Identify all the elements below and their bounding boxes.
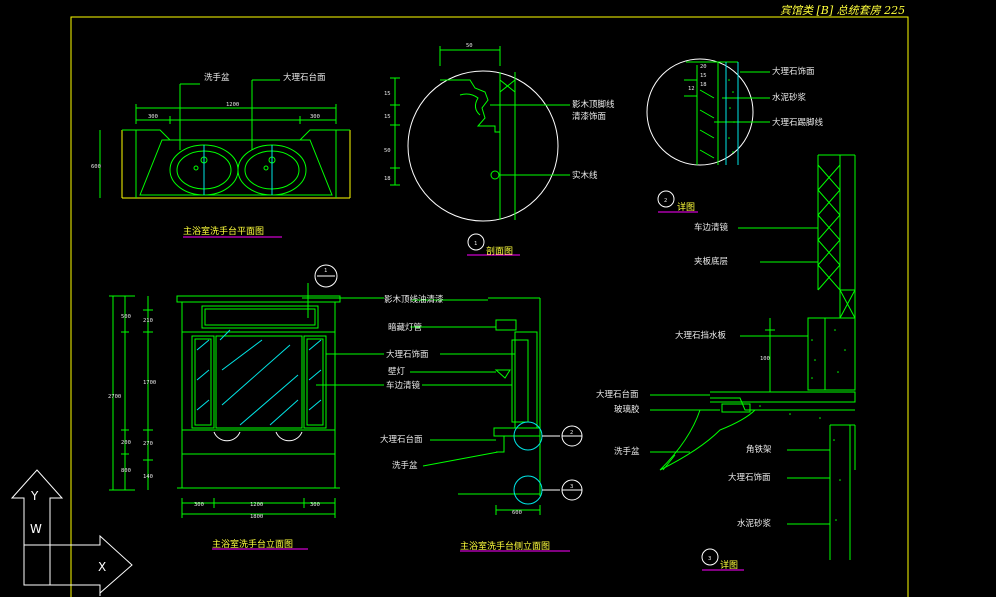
side-title: 主浴室洗手台侧立面图 — [460, 540, 550, 552]
detail-3-label-marble-top: 大理石台面 — [596, 389, 639, 400]
detail-2-dim-c: 18 — [700, 82, 707, 88]
elevation-dim-h3: 200 — [121, 440, 131, 446]
elevation-dim-top: 500 — [121, 314, 131, 320]
elevation-dim-b2: 140 — [143, 474, 153, 480]
elevation-dim-total-h: 2700 — [108, 394, 121, 400]
plan-label-marble-top: 大理石台面 — [283, 72, 326, 83]
section-1-title: 剖面图 — [486, 245, 513, 257]
section-1-dim-d4: 50 — [384, 148, 391, 154]
plan-dim-right: 300 — [310, 114, 320, 120]
elevation-marker-number: 1 — [324, 268, 327, 274]
detail-3-label-plywood: 夹板底层 — [694, 256, 728, 267]
detail-3-label-car-edge-mirror: 车边清镜 — [694, 222, 729, 233]
detail-2 — [646, 58, 770, 213]
section-1-number: 1 — [474, 241, 477, 247]
detail-3-label-basin: 洗手盆 — [614, 446, 640, 457]
front-elevation — [109, 264, 384, 550]
section-1-dim-width: 50 — [466, 43, 473, 49]
side-dim-depth: 600 — [512, 510, 522, 516]
elevation-dim-h4: 800 — [121, 468, 131, 474]
section-1-dim-d1: 15 — [384, 91, 391, 97]
ucs-y-label: Y — [30, 489, 39, 503]
ucs-icon — [10, 469, 133, 596]
detail-2-dim-d: 12 — [688, 86, 695, 92]
elevation-title: 主浴室洗手台立面图 — [212, 538, 293, 550]
section-1-dim-d2: 15 — [384, 114, 391, 120]
detail-3-label-angle-steel: 角铁架 — [746, 444, 772, 455]
ucs-w-label: W — [30, 522, 42, 536]
side-label-lamp: 暗藏灯管 — [388, 322, 422, 333]
detail-3 — [650, 154, 856, 571]
detail-3-label-marble-face: 大理石饰面 — [728, 472, 771, 483]
elevation-dim-w-mid: 1200 — [250, 502, 263, 508]
side-label-mirror: 车边清镜 — [386, 380, 421, 391]
section-1-label-solid-wood: 实木线 — [572, 170, 598, 181]
detail-2-title: 详图 — [677, 201, 695, 213]
detail-3-label-marble-splash: 大理石挡水板 — [675, 330, 727, 341]
detail-2-label-mortar: 水泥砂浆 — [772, 92, 807, 103]
side-label-wall-lamp: 壁灯 — [388, 366, 406, 377]
plan-dim-depth: 600 — [91, 164, 101, 170]
side-label-basin: 洗手盆 — [392, 460, 418, 471]
detail-2-dim-b: 15 — [700, 73, 707, 79]
detail-2-label-marble-face: 大理石饰面 — [772, 66, 815, 77]
detail-2-number: 2 — [664, 198, 667, 204]
side-label-molding: 影木顶线油清漆 — [384, 294, 444, 305]
drawing-frame — [70, 16, 909, 597]
plan-dim-left: 300 — [148, 114, 158, 120]
section-1-label-finish: 清漆饰面 — [572, 111, 607, 122]
detail-2-label-marble-base: 大理石踢脚线 — [772, 117, 824, 128]
detail-3-label-glass-glue: 玻璃胶 — [614, 404, 640, 415]
side-label-marble-face: 大理石饰面 — [386, 349, 429, 360]
plan-title: 主浴室洗手台平面图 — [183, 225, 264, 237]
side-elevation — [410, 297, 583, 552]
ucs-x-label: X — [98, 560, 106, 574]
detail-3-number: 3 — [708, 556, 711, 562]
detail-3-title: 详图 — [720, 559, 738, 571]
section-1-detail — [390, 46, 570, 256]
elevation-dim-h1: 210 — [143, 318, 153, 324]
elevation-dim-b1: 270 — [143, 441, 153, 447]
elevation-dim-w-left: 300 — [194, 502, 204, 508]
plan-label-basin: 洗手盆 — [204, 72, 230, 83]
plan-view — [99, 79, 351, 199]
detail-2-dim-a: 20 — [700, 64, 707, 70]
section-1-label-molding: 影木顶脚线 — [572, 99, 615, 110]
side-marker-3: 3 — [570, 484, 573, 490]
section-1-dim-d6: 18 — [384, 176, 391, 182]
detail-3-label-mortar: 水泥砂浆 — [737, 518, 772, 529]
side-marker-2: 2 — [570, 430, 573, 436]
sheet-title: 宾馆类 [B] 总统套房 225 — [780, 4, 905, 17]
elevation-dim-w-right: 300 — [310, 502, 320, 508]
side-label-marble-top: 大理石台面 — [380, 434, 423, 445]
elevation-dim-w-total: 1800 — [250, 514, 263, 520]
plan-dim-total: 1200 — [226, 102, 239, 108]
elevation-dim-h2: 1700 — [143, 380, 156, 386]
detail-3-dim-h: 100 — [760, 356, 770, 362]
